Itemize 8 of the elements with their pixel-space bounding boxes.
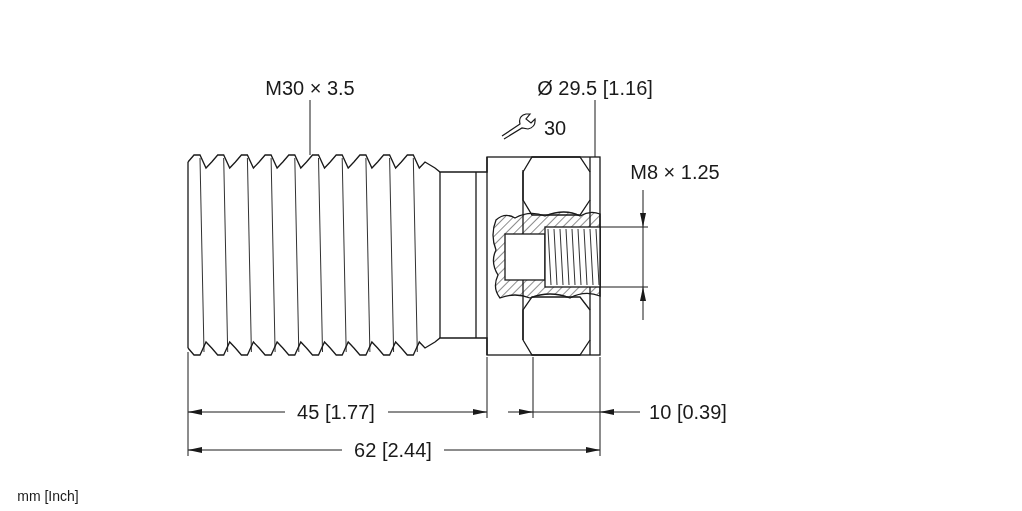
thread-size: M8 × 1.25 [628,162,722,182]
length-dimension: 62 [2.44] [352,440,434,460]
wrench-size: 30 [541,118,569,138]
unit-note: mm [Inch] [15,489,81,503]
length-dimension: 10 [0.39] [647,402,729,422]
thread-size: M30 × 3.5 [263,78,357,98]
length-dimension: 45 [1.77] [295,402,377,422]
diameter-dimension: Ø 29.5 [1.16] [535,78,655,98]
